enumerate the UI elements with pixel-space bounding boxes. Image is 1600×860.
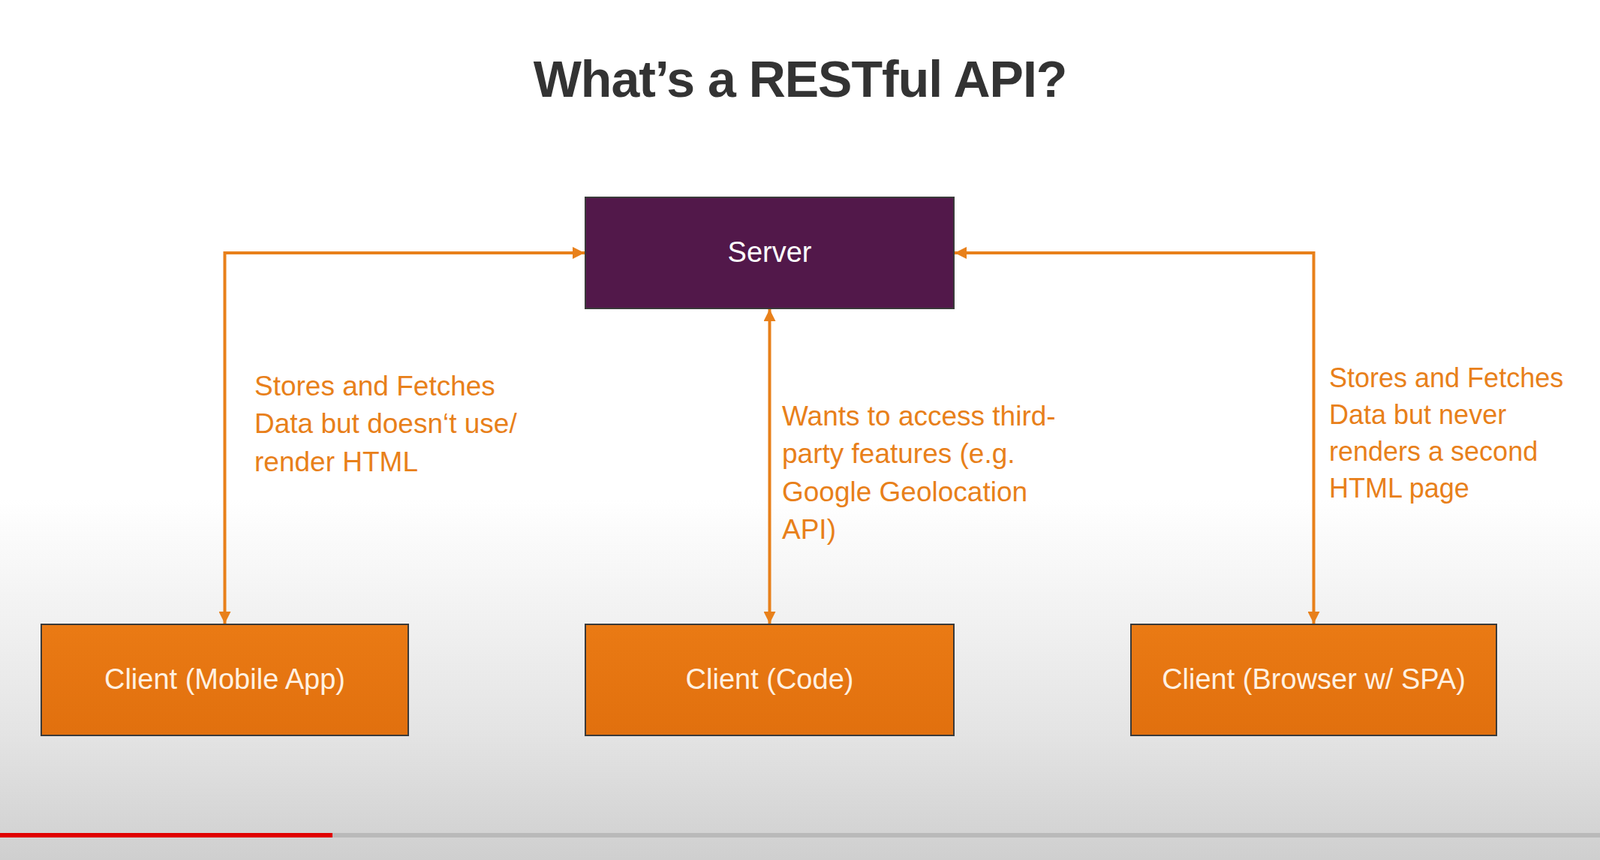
node-label: Client (Code) xyxy=(685,662,855,698)
node-label: Client (Browser w/ SPA) xyxy=(1161,662,1466,698)
progress-track xyxy=(0,833,1600,838)
arrow-connector xyxy=(954,252,1315,624)
edge-label: Stores and Fetches Data but doesn‘t use/… xyxy=(254,367,540,482)
edge-label: Stores and Fetches Data but never render… xyxy=(1329,360,1594,508)
arrow-connector xyxy=(768,309,772,624)
progress-bar xyxy=(0,833,333,838)
server-box: Server xyxy=(584,196,955,310)
client-box: Client (Browser w/ SPA) xyxy=(1130,623,1498,737)
node-label: Server xyxy=(727,235,813,271)
arrow-connector xyxy=(225,252,586,624)
edge-label: Wants to access third-party features (e.… xyxy=(781,397,1068,549)
client-box: Client (Code) xyxy=(584,623,955,737)
node-label: Client (Mobile App) xyxy=(104,662,346,698)
client-box: Client (Mobile App) xyxy=(40,623,410,737)
slide-title: What’s a RESTful API? xyxy=(0,49,1600,109)
